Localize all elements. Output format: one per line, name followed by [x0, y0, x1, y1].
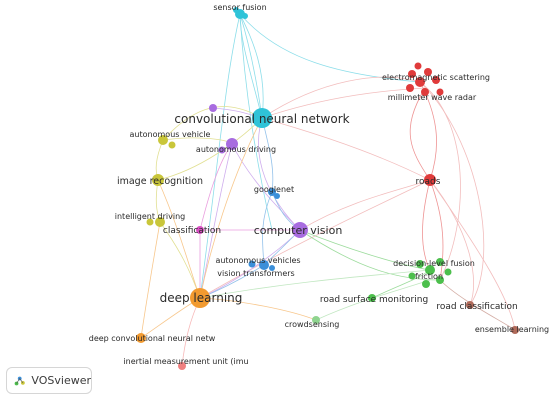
- node-googlenet[interactable]: [268, 188, 276, 196]
- node-deep-learning[interactable]: [190, 288, 210, 308]
- node-autonomous-vehicle[interactable]: [158, 135, 168, 145]
- node-imu[interactable]: [178, 362, 186, 370]
- vosviewer-badge[interactable]: VOSviewer: [6, 367, 92, 394]
- node-labels: sensor fusion electromagnetic scattering…: [89, 3, 549, 366]
- node-crowdsensing[interactable]: [312, 316, 320, 324]
- node-deep-conv-nn[interactable]: [136, 333, 146, 343]
- label-friction: friction: [415, 272, 443, 281]
- label-intelligent-driving: intelligent driving: [115, 212, 185, 221]
- label-classification: classification: [163, 226, 221, 236]
- label-vision-transformers: vision transformers: [217, 269, 294, 278]
- node-purple-small[interactable]: [209, 104, 217, 112]
- node-autonomous-vehicles[interactable]: [259, 260, 269, 270]
- node-intelligent-driving[interactable]: [155, 217, 165, 227]
- label-crowdsensing: crowdsensing: [285, 320, 340, 329]
- label-cnn: convolutional neural network: [174, 112, 349, 126]
- vosviewer-logo-icon: [14, 376, 25, 385]
- node-image-recognition[interactable]: [152, 174, 164, 186]
- label-imu: inertial measurement unit (imu: [123, 357, 248, 366]
- network-nodes: [136, 7, 519, 370]
- node-ensemble-learning[interactable]: [511, 326, 519, 334]
- label-googlenet: googlenet: [254, 185, 294, 194]
- network-links: [140, 13, 516, 367]
- label-road-surface-monitoring: road surface monitoring: [320, 295, 428, 305]
- node-computer-vision[interactable]: [292, 222, 308, 238]
- label-image-recognition: image recognition: [117, 176, 203, 187]
- label-deep-conv-nn: deep convolutional neural netw: [89, 334, 216, 343]
- label-deep-learning: deep learning: [160, 291, 243, 305]
- node-road-surface-monitoring[interactable]: [368, 294, 376, 302]
- label-electromagnetic-scattering: electromagnetic scattering: [382, 73, 490, 82]
- label-computer-vision: computer vision: [254, 224, 343, 237]
- app-name: VOSviewer: [31, 374, 91, 387]
- node-millimeter-wave-radar[interactable]: [421, 88, 429, 96]
- node-friction[interactable]: [425, 265, 435, 275]
- label-roads: roads: [416, 177, 441, 187]
- label-decision-level-fusion: decision-level fusion: [393, 259, 475, 268]
- label-road-classification: road classification: [436, 302, 517, 312]
- node-autonomous-driving[interactable]: [226, 138, 238, 150]
- label-sensor-fusion: sensor fusion: [213, 3, 266, 12]
- node-electromagnetic-scattering[interactable]: [415, 77, 425, 87]
- node-cnn[interactable]: [252, 108, 272, 128]
- label-millimeter-wave-radar: millimeter wave radar: [388, 93, 477, 102]
- label-autonomous-driving: autonomous driving: [196, 145, 276, 154]
- node-road-classification[interactable]: [466, 301, 474, 309]
- label-autonomous-vehicles: autonomous vehicles: [215, 256, 300, 265]
- label-autonomous-vehicle: autonomous vehicle: [130, 130, 211, 139]
- node-roads[interactable]: [424, 174, 436, 186]
- node-classification[interactable]: [196, 226, 204, 234]
- label-ensemble-learning: ensemble learning: [475, 325, 549, 334]
